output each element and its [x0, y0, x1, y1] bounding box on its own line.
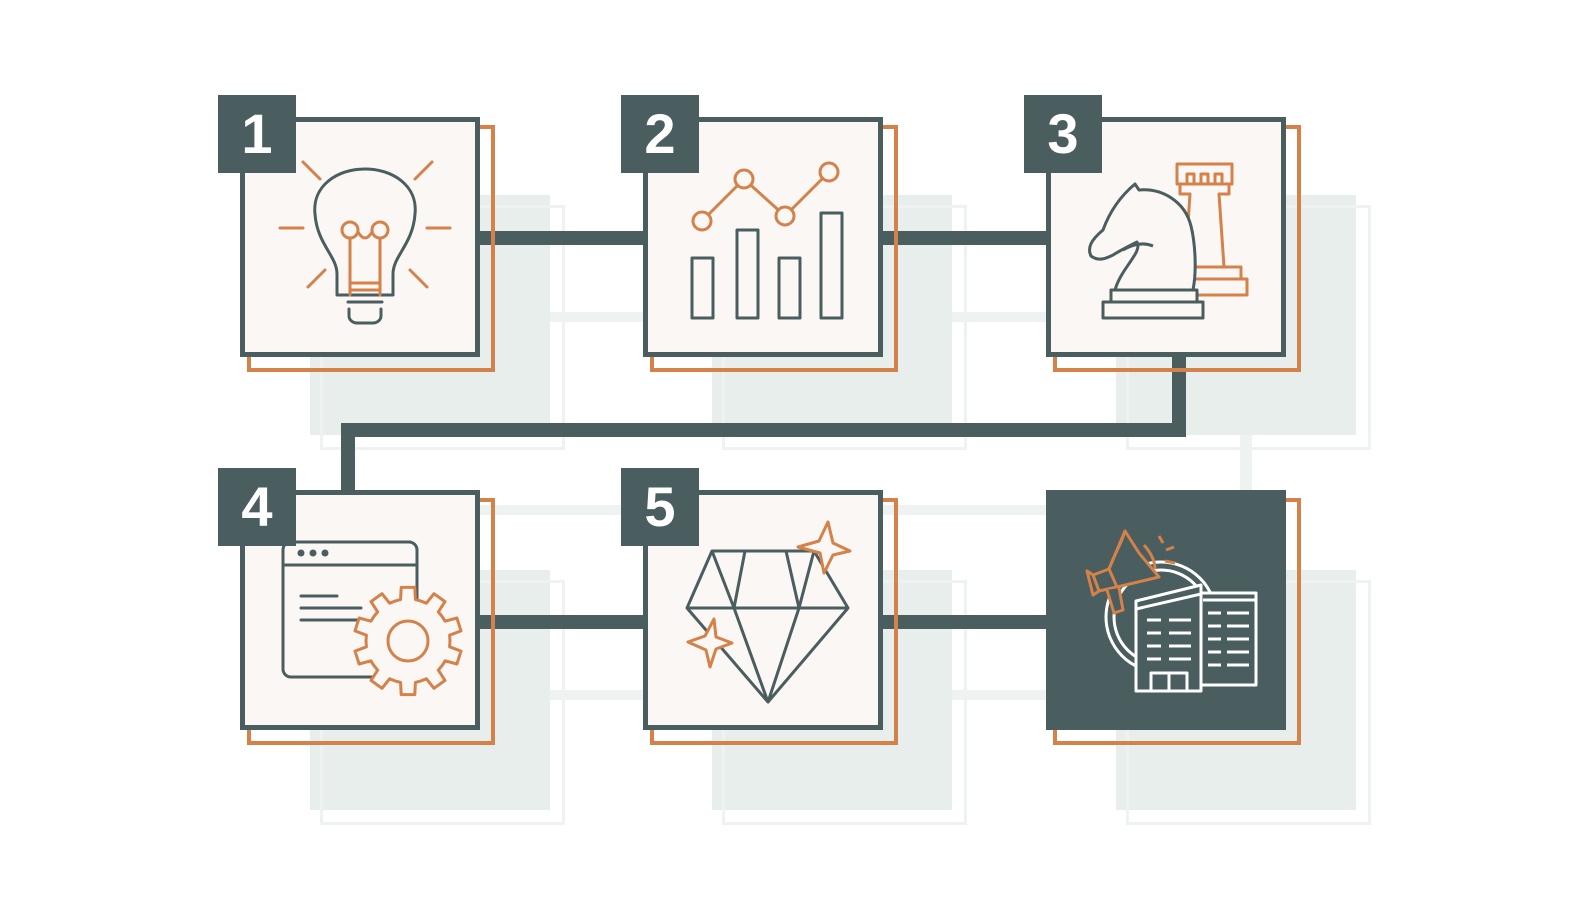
connector-5-6 — [880, 615, 1052, 629]
megaphone-buildings-icon — [1085, 529, 1258, 693]
line-bar-chart-icon — [690, 161, 844, 320]
browser-gear-icon — [281, 540, 463, 697]
diamond-sparkles-icon — [685, 520, 852, 704]
background-ghost-line — [550, 312, 716, 322]
step-5-badge: 5 — [621, 468, 699, 546]
connector-3-down — [1172, 353, 1186, 437]
connector-1-2 — [478, 231, 648, 245]
background-ghost-line — [952, 690, 1120, 700]
connector-4-up — [341, 423, 355, 495]
step-1-badge: 1 — [218, 95, 296, 173]
lightbulb-icon — [278, 160, 452, 325]
step-2-badge: 2 — [621, 95, 699, 173]
step-4-badge: 4 — [218, 468, 296, 546]
step-6-card — [1046, 490, 1286, 730]
connector-3-4-horizontal — [341, 423, 1186, 437]
connector-4-5 — [478, 615, 648, 629]
background-ghost-line — [952, 312, 1120, 322]
connector-2-3 — [880, 231, 1052, 245]
step-3-badge: 3 — [1024, 95, 1102, 173]
chess-knight-rook-icon — [1088, 162, 1249, 320]
step-4-card — [240, 490, 480, 730]
background-ghost-line — [550, 690, 716, 700]
